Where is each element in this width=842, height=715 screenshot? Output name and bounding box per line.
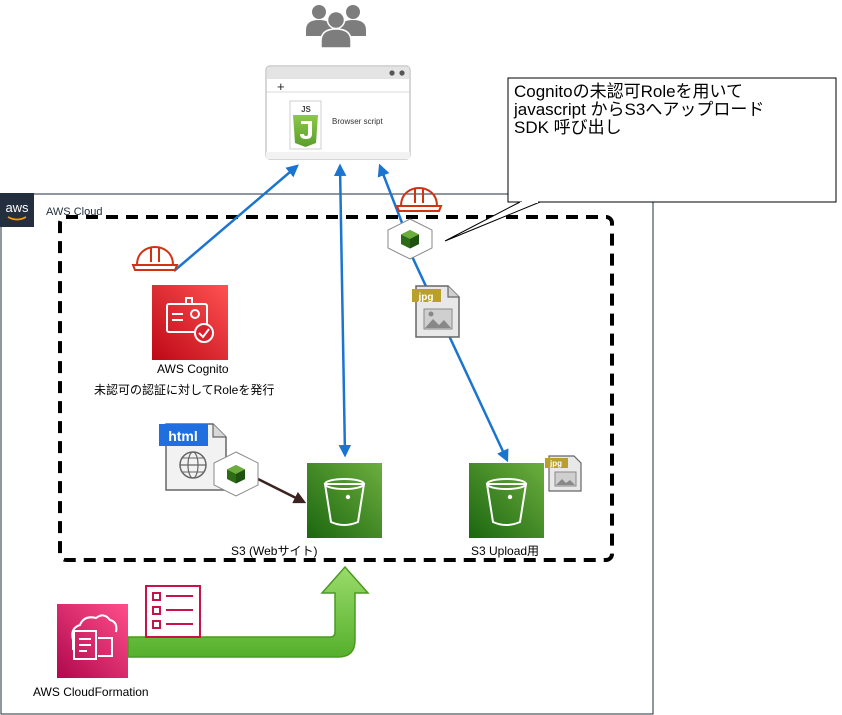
cognito-label: AWS Cognito: [157, 362, 229, 376]
html-file-icon: html: [159, 423, 227, 491]
template-list-icon: [145, 585, 201, 638]
aws-logo-icon: [0, 193, 34, 227]
cognito-icon: [152, 285, 228, 360]
callout-box: [444, 77, 837, 242]
jpg-file-tag: jpg: [418, 292, 434, 303]
html-sdk-cube-icon: [213, 451, 259, 497]
callout-line-1: Cognitoの未認可Roleを用いて: [514, 82, 744, 101]
arrow-s3web-browser: [333, 163, 352, 458]
cognito-note: 未認可の認証に対してRoleを発行: [94, 383, 275, 397]
arrow-sdk-to-s3upload: [408, 251, 509, 463]
jpg-small-file-icon: jpg: [545, 455, 582, 492]
browser-window: +: [265, 65, 411, 160]
browser-script-label: Browser script: [332, 117, 383, 126]
arrow-html-to-s3web: [255, 476, 307, 504]
callout-line-3: SDK 呼び出し: [514, 118, 622, 137]
js-badge: JS: [301, 105, 311, 114]
jpg-file-icon: jpg: [412, 285, 460, 338]
s3-web-bucket-icon: [307, 463, 382, 538]
users-icon: [306, 5, 366, 49]
new-tab-button[interactable]: +: [277, 79, 285, 94]
callout-text: Cognitoの未認可Roleを用いて javascript からS3へアップロ…: [514, 83, 764, 137]
s3-upload-label: S3 Upload用: [471, 544, 540, 558]
callout-line-2: javascript からS3へアップロード: [514, 100, 765, 119]
helmet-icon-sdk: [396, 187, 442, 212]
sdk-cube-icon: [387, 218, 433, 260]
javascript-file-icon: JS: [289, 100, 322, 150]
s3-web-label: S3 (Webサイト): [231, 544, 318, 558]
cloudformation-deploy-arrow: [127, 565, 370, 658]
jpg-small-tag: jpg: [549, 459, 562, 468]
s3-upload-bucket-icon: [469, 463, 544, 538]
arrow-cognito-to-browser: [173, 164, 299, 272]
cloudformation-icon: [57, 604, 128, 678]
cloudformation-label: AWS CloudFormation: [33, 685, 149, 699]
html-file-tag: html: [168, 428, 198, 444]
helmet-icon-cognito: [132, 246, 178, 271]
aws-logo-text: aws: [5, 200, 29, 215]
arrow-sdk-to-browser: [377, 163, 406, 229]
